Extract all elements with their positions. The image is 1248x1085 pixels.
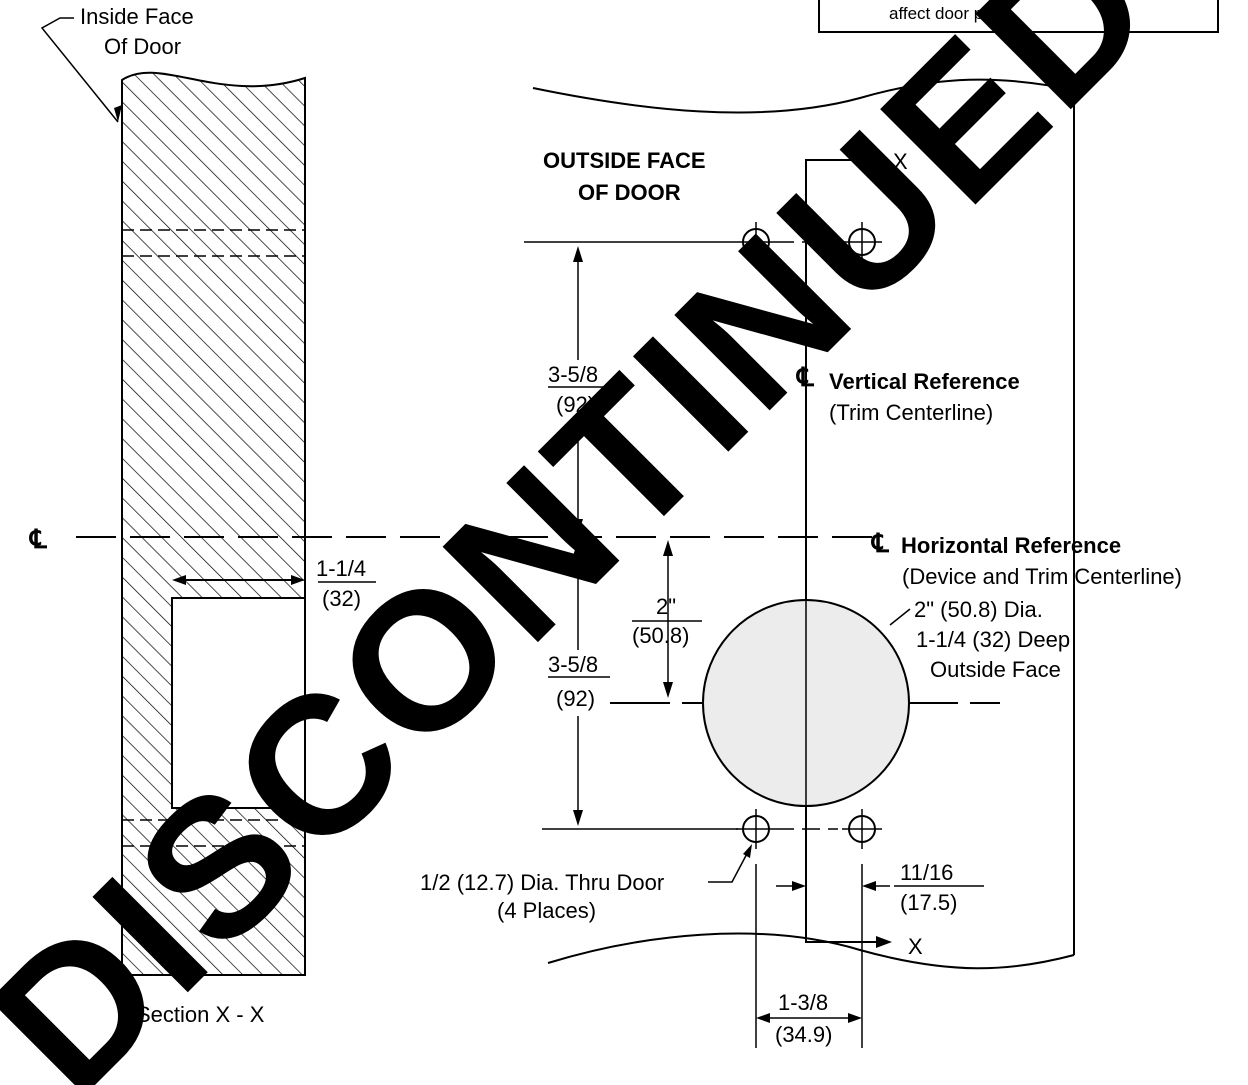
spacing-dim-label: 1-3/8 xyxy=(778,990,828,1015)
horizontal-ref-title: Horizontal Reference xyxy=(901,533,1121,558)
outside-face-label-line1: OUTSIDE FACE xyxy=(543,148,706,173)
depth-dim-mm-label: (32) xyxy=(322,586,361,611)
section-mark-top: X xyxy=(893,149,908,174)
spacing-dim-mm-label: (34.9) xyxy=(775,1022,832,1047)
outside-face-label-line2: OF DOOR xyxy=(578,180,681,205)
section-caption: Section X - X xyxy=(136,1002,265,1027)
inside-face-leader xyxy=(40,17,119,123)
upper-dim-label: 3-5/8 xyxy=(548,362,598,387)
holes-note-line1: 1/2 (12.7) Dia. Thru Door xyxy=(420,870,664,895)
vertical-ref-subtitle: (Trim Centerline) xyxy=(829,400,993,425)
inside-face-label-line2: Of Door xyxy=(104,34,181,59)
vertical-ref-title: Vertical Reference xyxy=(829,369,1020,394)
center-dim-label: 2" xyxy=(656,594,676,619)
note-box-text: affect door prep. xyxy=(889,4,1013,23)
upper-dim-mm-label: (92) xyxy=(556,392,595,417)
bore-pocket xyxy=(171,597,306,809)
depth-dim-label: 1-1/4 xyxy=(316,556,366,581)
section-view: 1-1/4 (32) Inside Face Of Door Section X… xyxy=(40,4,376,1027)
vertical-ref-symbol: ℄ xyxy=(796,362,815,392)
elevation-view: X X OUTSIDE FACE OF DOOR 3-5/8 (92) 3-5/… xyxy=(420,78,1182,1048)
horizontal-ref-symbol: ℄ xyxy=(871,528,890,558)
section-mark-bottom: X xyxy=(908,934,923,959)
left-centerline-symbol: ℄ xyxy=(29,524,48,554)
lower-dim-mm-label: (92) xyxy=(556,686,595,711)
bore-note-line2: 1-1/4 (32) Deep xyxy=(916,627,1070,652)
mounting-holes xyxy=(736,222,882,849)
inside-face-label-line1: Inside Face xyxy=(80,4,194,29)
offset-dim-mm-label: (17.5) xyxy=(900,890,957,915)
holes-note-line2: (4 Places) xyxy=(497,898,596,923)
section-cut-line xyxy=(805,159,882,943)
bore-note-line1: 2" (50.8) Dia. xyxy=(914,597,1043,622)
lower-dim-label: 3-5/8 xyxy=(548,652,598,677)
center-dim-mm-label: (50.8) xyxy=(632,623,689,648)
note-box: affect door prep. xyxy=(818,0,1219,33)
offset-dim-label: 11/16 xyxy=(900,860,953,885)
horizontal-ref-subtitle: (Device and Trim Centerline) xyxy=(902,564,1182,589)
bore-note-line3: Outside Face xyxy=(930,657,1061,682)
